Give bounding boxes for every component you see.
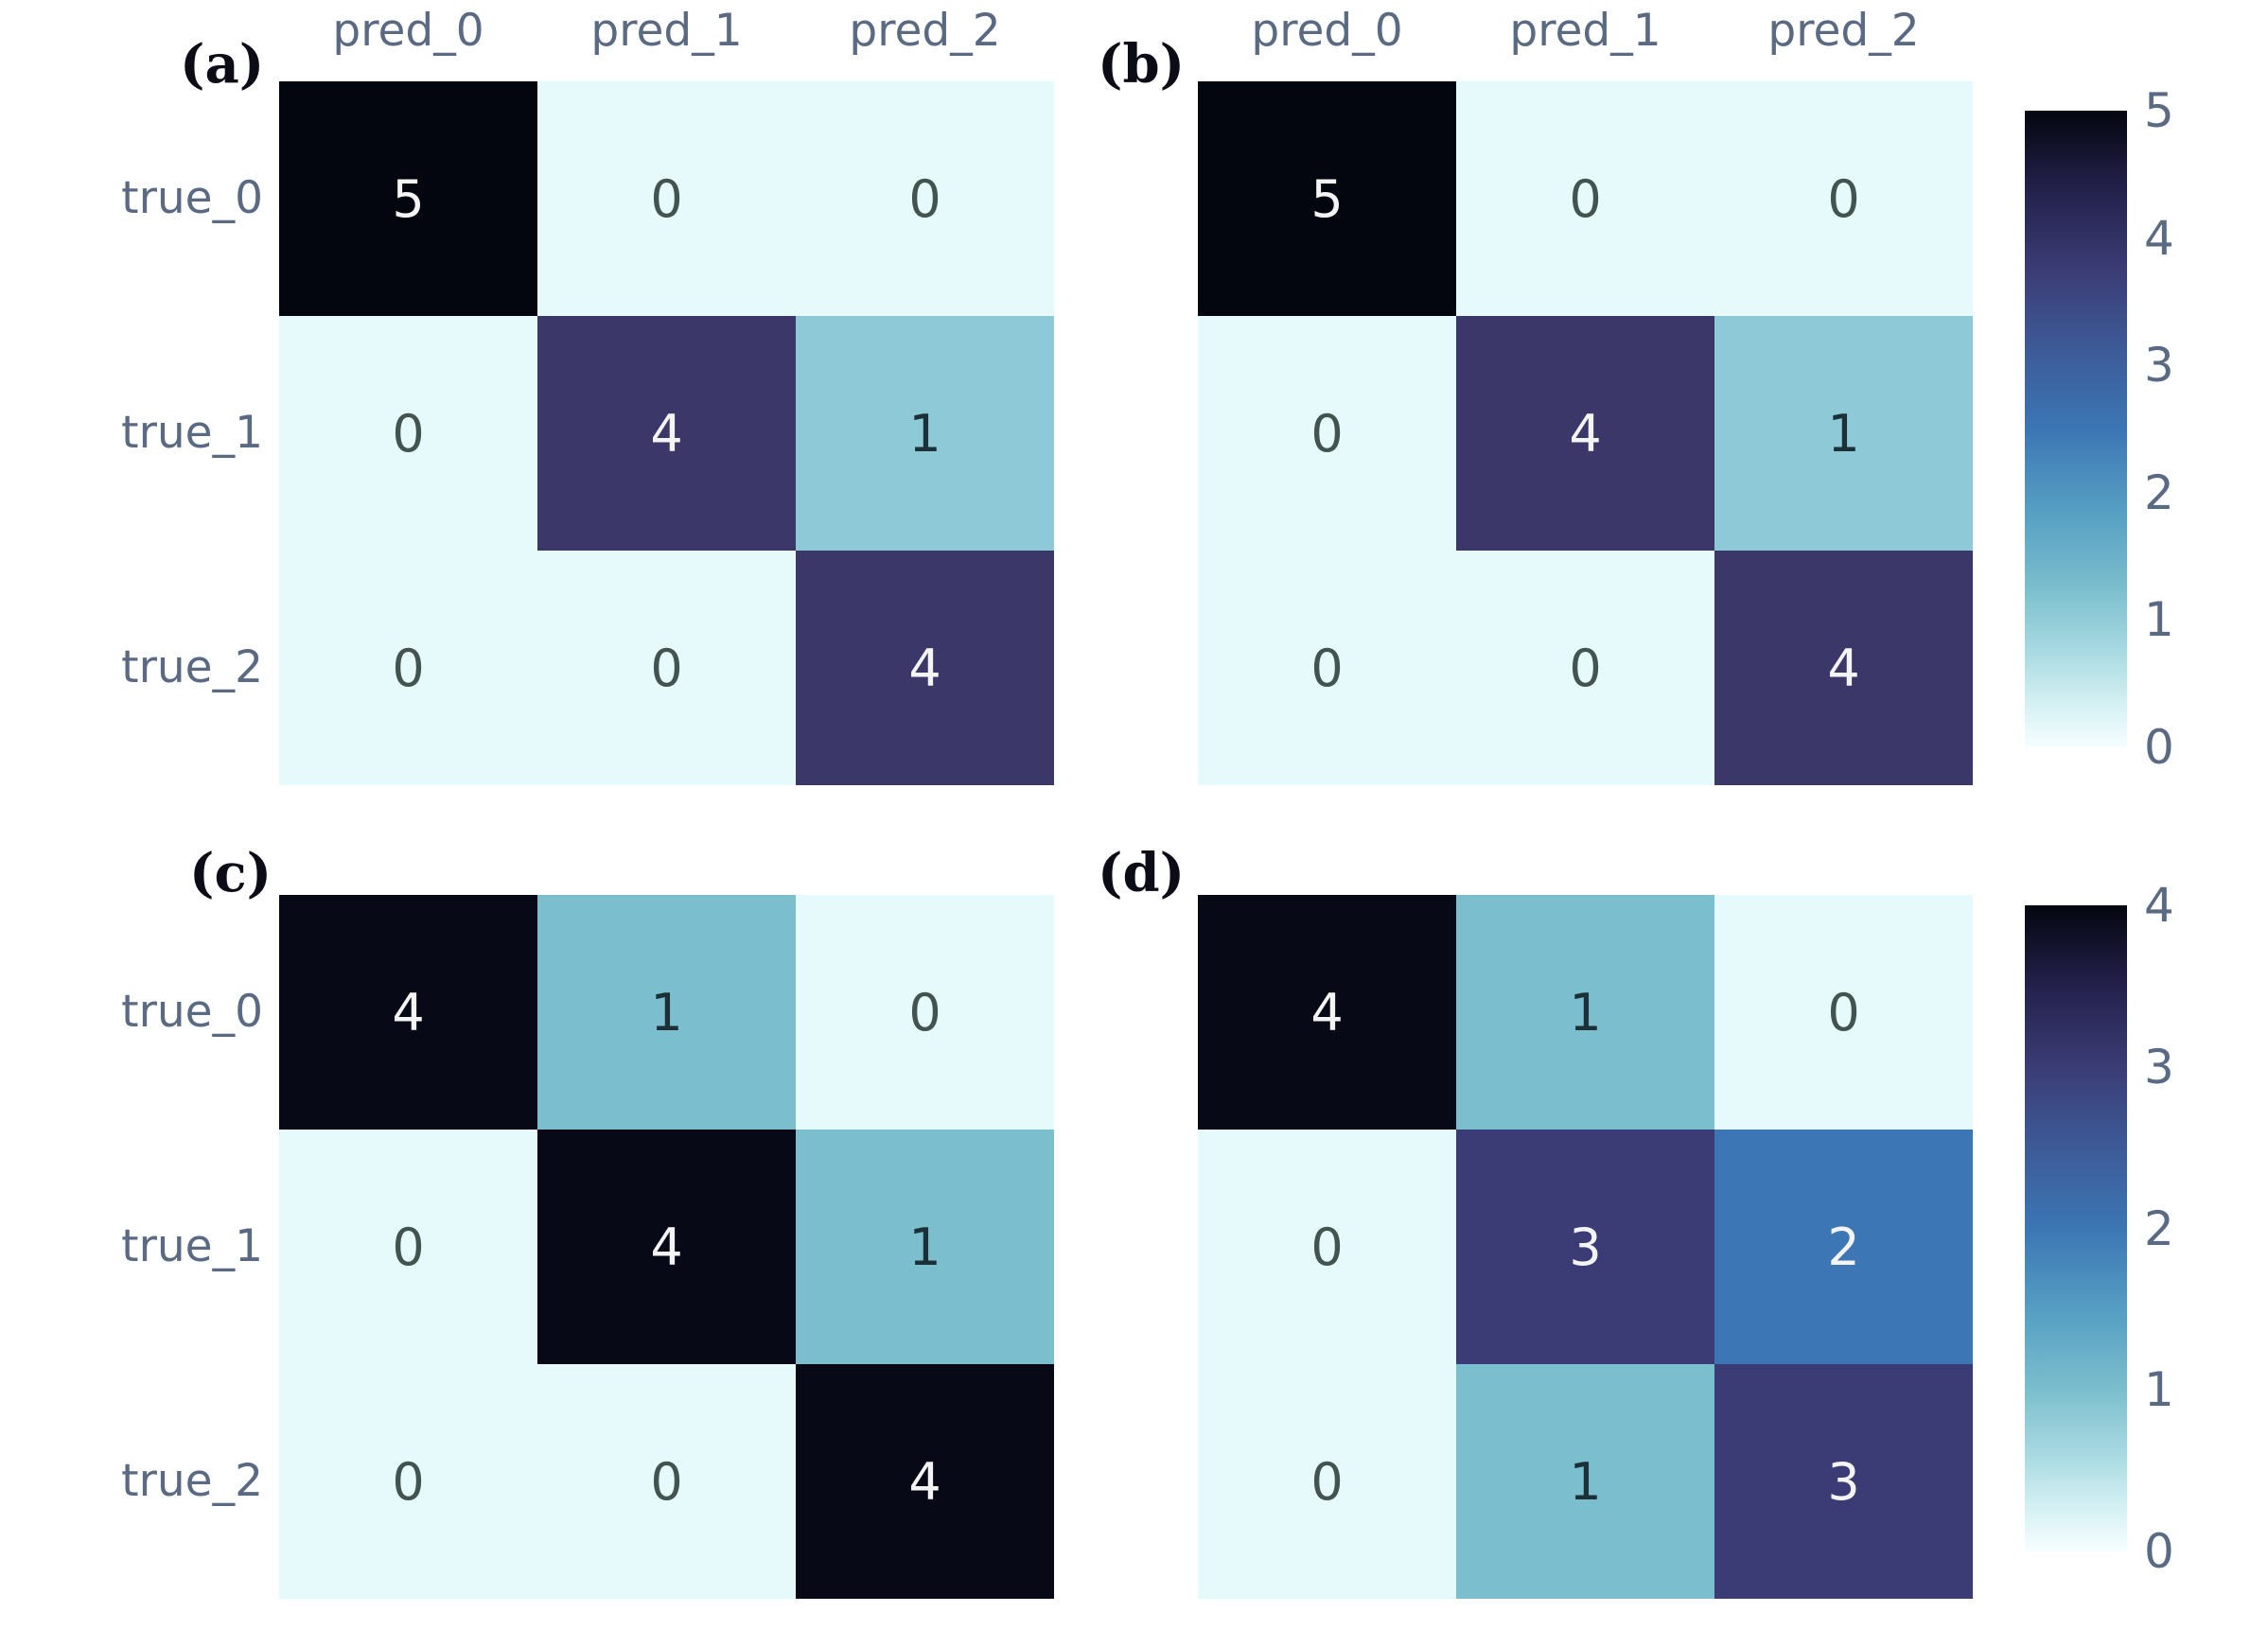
colorbar-tick: 0 bbox=[2144, 1524, 2174, 1579]
matrix-cell: 1 bbox=[537, 895, 796, 1130]
colorbar-tick: 4 bbox=[2144, 878, 2174, 933]
matrix-cell: 0 bbox=[1714, 81, 1973, 316]
colorbar-top: 5 4 3 2 1 0 bbox=[2025, 87, 2174, 771]
panel-b-column-headers: pred_0 pred_1 pred_2 bbox=[1198, 4, 1973, 61]
matrix-cell: 4 bbox=[796, 1364, 1054, 1599]
matrix-cell: 0 bbox=[1198, 551, 1456, 785]
colorbar-tick: 4 bbox=[2144, 210, 2174, 266]
heatmap-b: 5 0 0 0 4 1 0 0 4 bbox=[1198, 81, 1973, 785]
colorbar-tick: 2 bbox=[2144, 1200, 2174, 1256]
matrix-cell: 0 bbox=[1198, 1364, 1456, 1599]
matrix-cell: 4 bbox=[1714, 551, 1973, 785]
matrix-cell: 0 bbox=[796, 895, 1054, 1130]
matrix-cell: 4 bbox=[1456, 316, 1714, 551]
colorbar-tick: 3 bbox=[2144, 338, 2174, 394]
column-header: pred_0 bbox=[1251, 5, 1403, 57]
row-label: true_0 bbox=[121, 172, 263, 224]
matrix-cell: 3 bbox=[1456, 1130, 1714, 1364]
matrix-cell: 0 bbox=[1456, 551, 1714, 785]
matrix-cell: 1 bbox=[1714, 316, 1973, 551]
matrix-cell: 3 bbox=[1714, 1364, 1973, 1599]
matrix-cell: 0 bbox=[1456, 81, 1714, 316]
colorbar-tick: 1 bbox=[2144, 1362, 2174, 1418]
matrix-cell: 0 bbox=[1714, 895, 1973, 1130]
row-label: true_0 bbox=[121, 986, 263, 1038]
panel-letter-a: (a) bbox=[180, 33, 265, 96]
panel-letter-d: (d) bbox=[1098, 842, 1186, 904]
colorbar-tick: 3 bbox=[2144, 1039, 2174, 1095]
panel-letter-c: (c) bbox=[189, 842, 273, 904]
row-label: true_2 bbox=[121, 1455, 263, 1507]
column-header: pred_0 bbox=[332, 5, 484, 57]
matrix-cell: 1 bbox=[796, 1130, 1054, 1364]
matrix-cell: 0 bbox=[279, 1130, 537, 1364]
matrix-cell: 0 bbox=[279, 1364, 537, 1599]
matrix-cell: 0 bbox=[1198, 316, 1456, 551]
colorbar-tick: 5 bbox=[2144, 83, 2174, 138]
colorbar-bottom-gradient bbox=[2025, 905, 2127, 1551]
panel-a-column-headers: pred_0 pred_1 pred_2 bbox=[279, 4, 1054, 61]
column-header: pred_1 bbox=[1509, 5, 1661, 57]
heatmap-a: 5 0 0 0 4 1 0 0 4 bbox=[279, 81, 1054, 785]
matrix-cell: 5 bbox=[279, 81, 537, 316]
matrix-cell: 4 bbox=[537, 1130, 796, 1364]
colorbar-tick: 1 bbox=[2144, 592, 2174, 648]
colorbar-top-gradient bbox=[2025, 111, 2127, 747]
matrix-cell: 0 bbox=[279, 551, 537, 785]
column-header: pred_2 bbox=[849, 5, 1001, 57]
colorbar-bottom: 4 3 2 1 0 bbox=[2025, 882, 2174, 1575]
matrix-cell: 0 bbox=[796, 81, 1054, 316]
matrix-cell: 4 bbox=[537, 316, 796, 551]
row-label: true_1 bbox=[121, 407, 263, 459]
matrix-cell: 0 bbox=[537, 551, 796, 785]
column-header: pred_1 bbox=[590, 5, 743, 57]
matrix-cell: 0 bbox=[537, 81, 796, 316]
matrix-cell: 1 bbox=[796, 316, 1054, 551]
matrix-cell: 1 bbox=[1456, 895, 1714, 1130]
matrix-cell: 2 bbox=[1714, 1130, 1973, 1364]
colorbar-tick: 2 bbox=[2144, 464, 2174, 520]
matrix-cell: 0 bbox=[537, 1364, 796, 1599]
matrix-cell: 4 bbox=[1198, 895, 1456, 1130]
matrix-cell: 5 bbox=[1198, 81, 1456, 316]
row-label: true_2 bbox=[121, 641, 263, 693]
column-header: pred_2 bbox=[1767, 5, 1920, 57]
matrix-cell: 4 bbox=[279, 895, 537, 1130]
matrix-cell: 0 bbox=[279, 316, 537, 551]
matrix-cell: 1 bbox=[1456, 1364, 1714, 1599]
heatmap-c: 4 1 0 0 4 1 0 0 4 bbox=[279, 895, 1054, 1599]
heatmap-d: 4 1 0 0 3 2 0 1 3 bbox=[1198, 895, 1973, 1599]
matrix-cell: 4 bbox=[796, 551, 1054, 785]
colorbar-tick: 0 bbox=[2144, 720, 2174, 775]
panel-letter-b: (b) bbox=[1098, 33, 1186, 96]
matrix-cell: 0 bbox=[1198, 1130, 1456, 1364]
row-label: true_1 bbox=[121, 1220, 263, 1272]
